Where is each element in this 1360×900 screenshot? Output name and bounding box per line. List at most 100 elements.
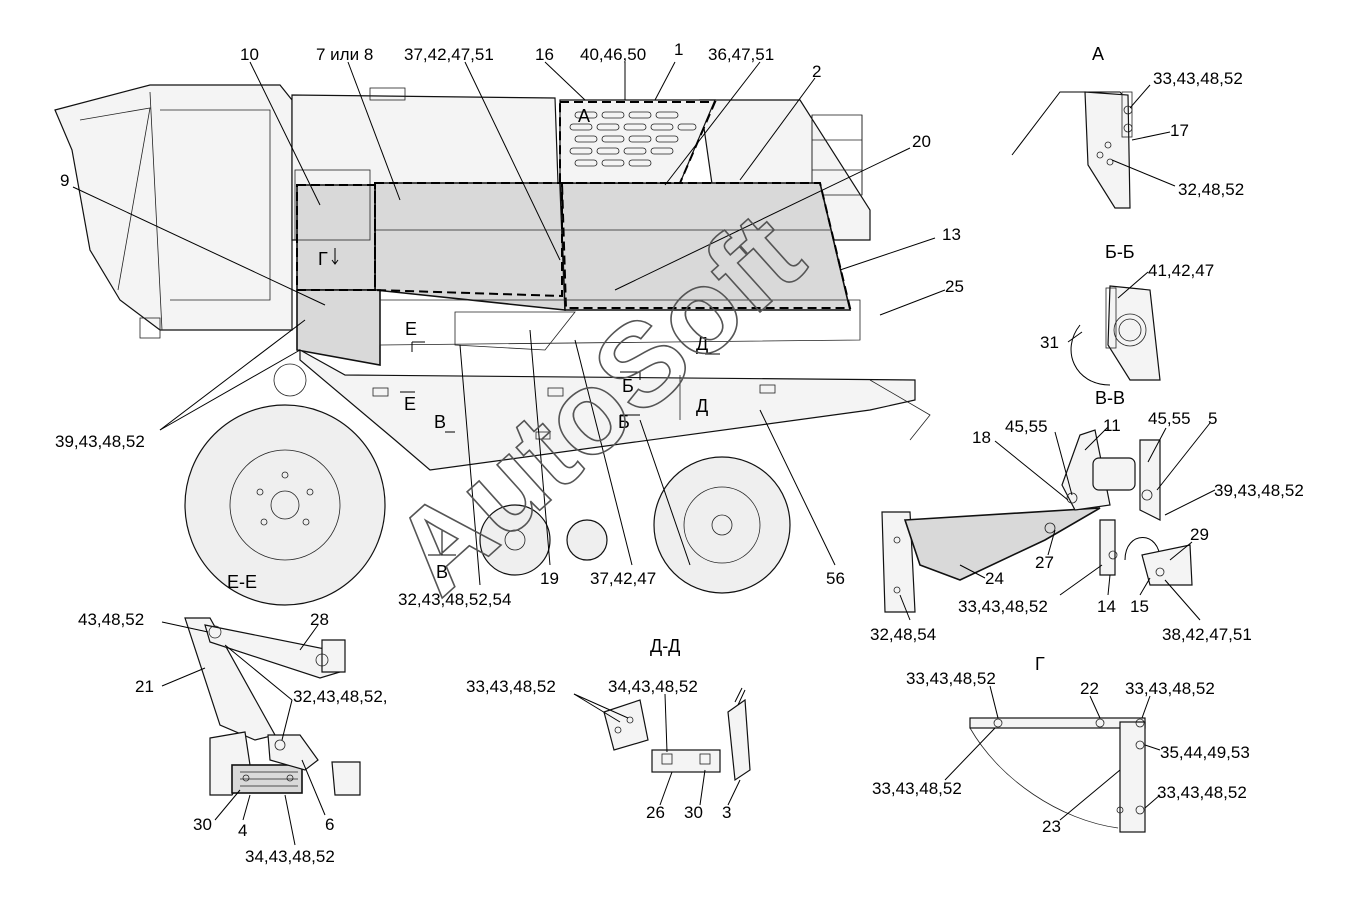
cab-window (149, 91, 271, 331)
callout-2: 2 (812, 62, 821, 81)
view-dd-callout-3: 3 (722, 803, 731, 822)
callout-20: 20 (912, 132, 931, 151)
rear-wheel (653, 456, 791, 594)
view-vv-callout-29: 29 (1190, 525, 1209, 544)
view-a-bracket (1084, 91, 1131, 209)
view-ee-callout-28: 28 (310, 610, 329, 629)
view-bb-callout-31: 31 (1040, 333, 1059, 352)
view-vv-callout-5: 5 (1208, 409, 1217, 428)
view-vv-callout-32-48-54: 32,48,54 (870, 625, 936, 644)
view-g-callout-22: 22 (1080, 679, 1099, 698)
view-g-upright-23 (1119, 721, 1146, 833)
side-panel-7 (374, 182, 566, 311)
view-g-callout-23: 23 (1042, 817, 1061, 836)
view-ee-callout-6: 6 (325, 815, 334, 834)
view-vv-bracket-29 (1141, 544, 1193, 586)
view-a-callout-17: 17 (1170, 121, 1189, 140)
view-vv-callout-18: 18 (972, 428, 991, 447)
combine-side-view (54, 84, 931, 606)
view-ee-plate-21 (184, 617, 276, 741)
section-mark-g: Г (318, 249, 328, 269)
callout-56: 56 (826, 569, 845, 588)
view-g-title: Г (1035, 654, 1045, 674)
view-vv-deflector (903, 507, 1101, 581)
view-ee-link-28 (204, 624, 341, 679)
view-dd-bracket-3 (727, 698, 751, 782)
section-mark-a: А (578, 106, 590, 126)
view-vv-end-plate (881, 511, 916, 613)
grille-slots (569, 111, 697, 167)
view-dd-callout-30: 30 (684, 803, 703, 822)
section-mark-b-bottom: Б (618, 412, 630, 432)
callout-10: 10 (240, 45, 259, 64)
callout-37-42-47: 37,42,47 (590, 569, 656, 588)
side-panel-9 (296, 289, 381, 366)
view-a-callout-32-48-52: 32,48,52 (1178, 180, 1244, 199)
section-mark-e-bottom: Е (404, 394, 416, 414)
view-ee-callout-21: 21 (135, 677, 154, 696)
mid-frame (379, 299, 861, 346)
view-a: А 33,43,48,52 17 32,48,52 (1011, 44, 1244, 209)
view-ee-callout-34-43-48-52: 34,43,48,52 (245, 847, 335, 866)
view-vv-callout-15: 15 (1130, 597, 1149, 616)
callout-16: 16 (535, 45, 554, 64)
view-vv-callout-45-55-right: 45,55 (1148, 409, 1191, 428)
main-callouts: 10 7 или 8 37,42,47,51 16 40,46,50 1 36,… (55, 40, 964, 609)
access-panel (454, 311, 576, 351)
callout-32-43-48-52-54: 32,43,48,52,54 (398, 590, 511, 609)
view-vv: В-В 18 45,55 11 45,55 (870, 388, 1304, 644)
cab-outline (54, 84, 293, 331)
callout-40-46-50: 40,46,50 (580, 45, 646, 64)
view-dd-callout-33-43-48-52: 33,43,48,52 (466, 677, 556, 696)
view-ee-callout-4: 4 (238, 821, 247, 840)
front-wheel (184, 404, 386, 606)
view-a-title: А (1092, 44, 1104, 64)
view-g-callout-33-43-48-52-left: 33,43,48,52 (906, 669, 996, 688)
view-vv-title: В-В (1095, 388, 1125, 408)
side-panel-10 (296, 184, 376, 291)
callout-19: 19 (540, 569, 559, 588)
view-bb-title: Б-Б (1105, 242, 1135, 262)
view-ee-callout-32-43-48-52: 32,43,48,52, (293, 687, 388, 706)
section-mark-v-top: В (434, 412, 446, 432)
section-mark-e-top: Е (405, 319, 417, 339)
section-marks: А Г Е Е Д В Б Б Д В (318, 106, 720, 582)
view-bb: Б-Б 41,42,47 31 (1040, 242, 1214, 386)
view-g-callout-33-43-48-52-right: 33,43,48,52 (1125, 679, 1215, 698)
lower-chassis (299, 348, 916, 471)
callout-9: 9 (60, 171, 69, 190)
main-leaders (72, 61, 946, 586)
section-mark-b-top: Б (622, 376, 634, 396)
view-g: Г 33,43,48,52 22 33,43,48,52 35,44,49,53… (872, 654, 1250, 836)
view-ee-callout-30: 30 (193, 815, 212, 834)
view-vv-callout-33-43-48-52: 33,43,48,52 (958, 597, 1048, 616)
view-g-callout-33-43-48-52-lower-right: 33,43,48,52 (1157, 783, 1247, 802)
section-mark-d-bottom: Д (696, 396, 708, 416)
callout-39-43-48-52: 39,43,48,52 (55, 432, 145, 451)
view-g-callout-35-44-49-53: 35,44,49,53 (1160, 743, 1250, 762)
view-vv-callout-38-42-47-51: 38,42,47,51 (1162, 625, 1252, 644)
callout-25: 25 (945, 277, 964, 296)
view-ee-title: Е-Е (227, 572, 257, 592)
view-dd-bar-26 (651, 749, 721, 773)
section-mark-d-top: Д (696, 334, 708, 354)
callout-37-42-47-51: 37,42,47,51 (404, 45, 494, 64)
view-g-callout-33-43-48-52-bottom: 33,43,48,52 (872, 779, 962, 798)
view-dd-callout-34-43-48-52: 34,43,48,52 (608, 677, 698, 696)
view-bb-bracket (1107, 285, 1161, 381)
callout-13: 13 (942, 225, 961, 244)
view-dd: Д-Д 33,43,48,52 34,43,48,52 26 30 3 (466, 636, 751, 822)
view-dd-title: Д-Д (650, 636, 680, 656)
view-ee-callout-43-48-52: 43,48,52 (78, 610, 144, 629)
callout-1: 1 (674, 40, 683, 59)
view-ee: Е-Е 43,48,52 28 21 32,43,48,52, 30 4 6 3… (78, 572, 388, 866)
view-dd-small-plate (603, 699, 649, 751)
callout-36-47-51: 36,47,51 (708, 45, 774, 64)
view-vv-callout-39-43-48-52: 39,43,48,52 (1214, 481, 1304, 500)
view-a-callout-33-43-48-52: 33,43,48,52 (1153, 69, 1243, 88)
section-mark-v-bottom: В (436, 562, 448, 582)
callout-7-or-8: 7 или 8 (316, 45, 373, 64)
view-dd-callout-26: 26 (646, 803, 665, 822)
